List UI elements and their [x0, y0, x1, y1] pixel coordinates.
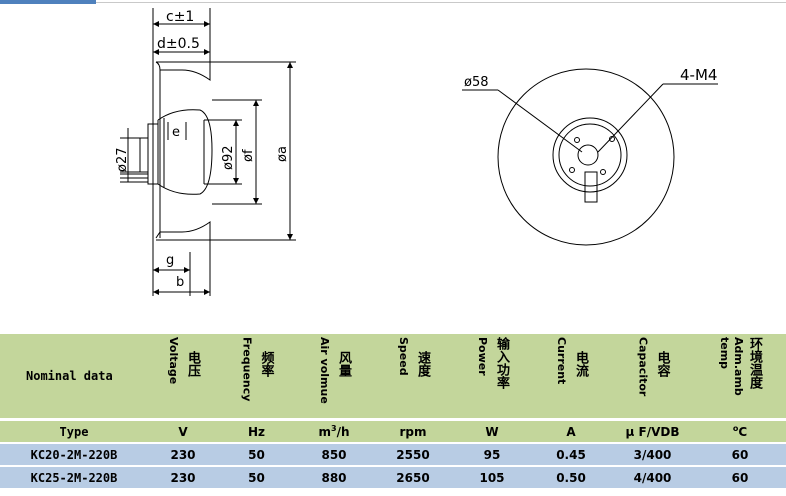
row-air-volume: 880: [295, 466, 373, 490]
dim-e-label: e: [172, 125, 180, 140]
spec-table: Nominal data Voltage 电压 Frequency 频率 Air v…: [0, 334, 786, 490]
header-current-en: Current: [555, 337, 568, 385]
row-temp: 60: [694, 443, 786, 467]
dim-phi92-label: ø92: [221, 146, 236, 171]
row-type: KC25-2M-220B: [0, 466, 148, 490]
row-capacitor: 4/400: [611, 466, 694, 490]
unit-temp-tail: C: [738, 425, 748, 439]
dim-phi58-label: ø58: [464, 75, 489, 90]
dim-g-label: g: [166, 253, 174, 268]
header-voltage-cn: 电压: [185, 351, 200, 377]
holes-4-m4-label: 4-M4: [680, 66, 717, 84]
header-rule: [96, 2, 786, 3]
header-power: Power 输入功率: [453, 334, 531, 421]
unit-current: A: [531, 419, 611, 444]
dim-phif-label: øf: [241, 149, 256, 162]
row-type: KC20-2M-220B: [0, 443, 148, 467]
row-voltage: 230: [148, 466, 218, 490]
row-speed: 2550: [373, 443, 453, 467]
unit-speed: rpm: [373, 419, 453, 444]
unit-frequency: Hz: [218, 419, 295, 444]
row-current: 0.50: [531, 466, 611, 490]
row-temp: 60: [694, 466, 786, 490]
header-speed: Speed 速度: [373, 334, 453, 421]
unit-air-base: m: [318, 425, 331, 439]
fan-technical-drawing: c±1 d±0.5 e ø27 ø92 øf øa g b ø58 4-M4: [115, 8, 718, 296]
row-voltage: 230: [148, 443, 218, 467]
header-ambient-temp-en2: temp: [718, 337, 731, 370]
dim-phi27-label: ø27: [115, 148, 130, 173]
unit-temp-sup: o: [732, 424, 739, 433]
header-air-volume: Air volmue 风量: [295, 334, 373, 421]
row-air-volume: 850: [295, 443, 373, 467]
header-speed-cn: 速度: [415, 351, 430, 377]
header-power-cn: 输入功率: [494, 337, 509, 389]
table-header-row: Nominal data Voltage 电压 Frequency 频率 Air v…: [0, 334, 786, 421]
unit-capacitor: μ F/VDB: [611, 419, 694, 444]
header-air-volume-cn: 风量: [336, 351, 351, 377]
unit-air-sup: 3: [331, 424, 337, 433]
unit-air-volume: m3/h: [295, 419, 373, 444]
dim-d-label: d±0.5: [157, 36, 200, 52]
header-frequency-cn: 频率: [258, 351, 274, 377]
header-capacitor: Capacitor 电容: [611, 334, 694, 421]
header-frequency: Frequency 频率: [218, 334, 295, 421]
unit-voltage: V: [148, 419, 218, 444]
row-speed: 2650: [373, 466, 453, 490]
header-air-volume-en: Air volmue: [318, 337, 331, 404]
type-label: Type: [0, 419, 148, 444]
dim-b-label: b: [176, 275, 184, 290]
row-frequency: 50: [218, 466, 295, 490]
row-current: 0.45: [531, 443, 611, 467]
unit-air-tail: /h: [336, 425, 350, 439]
unit-power: W: [453, 419, 531, 444]
row-power: 95: [453, 443, 531, 467]
table-row: KC25-2M-220B 230 50 880 2650 105 0.50 4/…: [0, 466, 786, 490]
row-capacitor: 3/400: [611, 443, 694, 467]
header-speed-en: Speed: [397, 337, 410, 376]
header-capacitor-en: Capacitor: [636, 337, 650, 397]
header-capacitor-cn: 电容: [654, 351, 670, 377]
header-frequency-en: Frequency: [240, 337, 254, 402]
header-ambient-temp-cn: 环境温度: [747, 337, 762, 389]
row-power: 105: [453, 466, 531, 490]
row-frequency: 50: [218, 443, 295, 467]
table-row: KC20-2M-220B 230 50 850 2550 95 0.45 3/4…: [0, 443, 786, 467]
dim-c-label: c±1: [166, 9, 194, 25]
header-voltage: Voltage 电压: [148, 334, 218, 421]
header-ambient-temp-en: Adm.amb: [732, 337, 745, 396]
unit-temp: oC: [694, 419, 786, 444]
header-accent-bar: [0, 0, 96, 4]
header-voltage-en: Voltage: [167, 337, 180, 385]
header-current: Current 电流: [531, 334, 611, 421]
nominal-data-label: Nominal data: [0, 334, 148, 421]
header-current-cn: 电流: [573, 351, 588, 377]
dim-phia-label: øa: [275, 146, 290, 162]
header-power-en: Power: [476, 337, 489, 376]
units-row: Type V Hz m3/h rpm W A μ F/VDB oC: [0, 419, 786, 444]
